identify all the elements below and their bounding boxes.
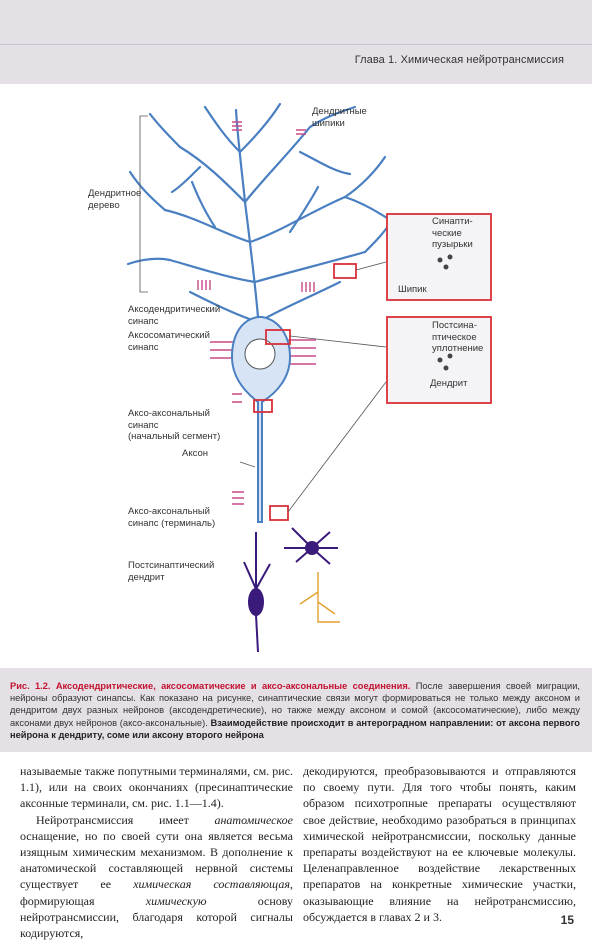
text-left-2d: химическая составляющая xyxy=(133,877,290,892)
label-dendrite: Дендрит xyxy=(430,378,468,389)
caption-body-2: Взаимодействие происходит в антероградно… xyxy=(10,717,580,740)
label-postsynaptic-dendrite: Постсинаптический дендрит xyxy=(128,560,215,583)
label-axosomatic: Аксосоматический синапс xyxy=(128,330,210,353)
label-axodendritic: Аксодендритический синапс xyxy=(128,304,221,327)
inset-postsynaptic-density xyxy=(386,316,492,404)
paragraph-left-2: Нейротрансмиссия имеет анатомическое осн… xyxy=(20,812,293,941)
pointer-lines xyxy=(139,115,387,513)
text-column-right: декодируются, преобразовываются и отправ… xyxy=(303,763,576,925)
label-axoaxonal-initial: Аксо-аксональный синапс (начальный сегме… xyxy=(128,408,221,442)
header-rule xyxy=(0,44,592,45)
label-axoaxonal-terminal: Аксо-аксональный синапс (терминаль) xyxy=(128,506,216,529)
label-dendritic-spines: Дендритные шипики xyxy=(312,106,367,129)
caption-text: Рис. 1.2. Аксодендритические, аксосомати… xyxy=(10,680,580,741)
text-left-2a: Нейротрансмиссия имеет xyxy=(36,812,215,827)
synaptic-terminals xyxy=(197,121,316,505)
axodendritic-highlight xyxy=(333,263,357,279)
inset-vesicles xyxy=(437,254,453,371)
inset-synaptic-vesicles xyxy=(386,213,492,301)
text-left-2e: , формирующая xyxy=(20,877,293,908)
label-postsynaptic-density: Постсина- птическое уплотнение xyxy=(432,320,484,354)
neuron-figure: Дендритные шипики Дендритное дерево Сина… xyxy=(0,92,592,665)
neuron-illustration xyxy=(126,102,492,653)
paragraph-right-1: декодируются, преобразовываются и отправ… xyxy=(303,764,576,924)
label-synaptic-vesicles: Синапти- ческие пузырьки xyxy=(432,216,473,250)
caption-title: Рис. 1.2. Аксодендритические, аксосомати… xyxy=(10,681,411,691)
axosomatic-highlight xyxy=(265,329,291,345)
caption-body-1: После завершения своей миграции, нейроны… xyxy=(10,681,580,728)
label-axon: Аксон xyxy=(182,448,208,459)
text-left-2b: анатомическое xyxy=(214,812,293,827)
page-number: 15 xyxy=(560,913,574,927)
text-left-2g: основу нейротрансмиссии, благодаря котор… xyxy=(20,893,293,941)
text-left-2c: оснащение, но по своей сути она является… xyxy=(20,828,293,892)
neuron-soma xyxy=(230,316,292,523)
chapter-title: Глава 1. Химическая нейротрансмиссия xyxy=(354,54,564,66)
axoaxonal-terminal-highlight xyxy=(269,505,289,521)
axoaxonal-initial-highlight xyxy=(253,399,273,413)
third-neuron xyxy=(299,572,340,623)
label-dendritic-tree: Дендритное дерево xyxy=(88,188,142,211)
nucleus xyxy=(244,338,276,370)
dendritic-tree xyxy=(126,102,394,322)
figure-caption: Рис. 1.2. Аксодендритические, аксосомати… xyxy=(0,668,592,752)
second-neuron xyxy=(243,527,338,653)
text-left-2f: химическую xyxy=(145,893,207,908)
paragraph-left-1: называемые также попутными терминалями, … xyxy=(20,764,293,811)
chapter-header: Глава 1. Химическая нейротрансмиссия xyxy=(0,0,592,84)
text-column-left: называемые также попутными терминалями, … xyxy=(20,763,293,941)
label-spine: Шипик xyxy=(398,284,427,295)
